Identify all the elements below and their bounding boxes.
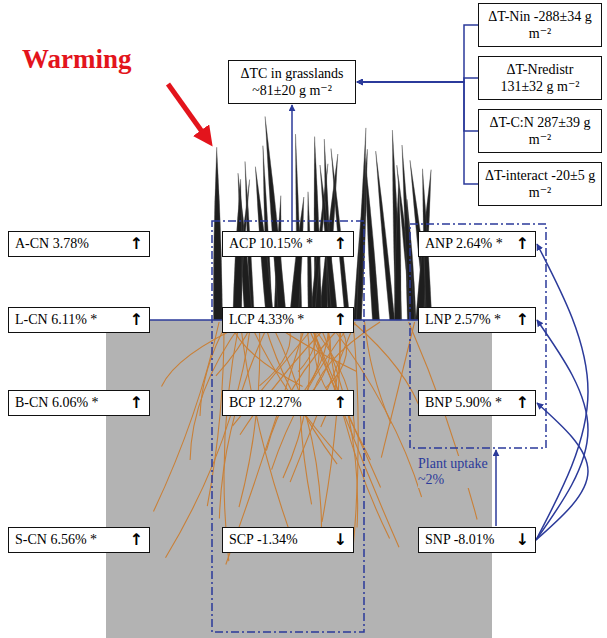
root-strand [154, 322, 220, 511]
trend-arrow: ↑ [130, 531, 143, 549]
trend-arrow: ↑ [130, 311, 143, 329]
node-text: ΔTC in grasslands ~81±20 g m⁻² [240, 66, 343, 98]
nitrogen-pool-box: LNP 2.57% * ↑ [418, 307, 536, 333]
node-text: ΔT-C:N 287±39 g m⁻² [490, 115, 591, 147]
root-strand [329, 322, 422, 497]
root-strand [381, 322, 414, 458]
grass-blade [365, 158, 379, 320]
uptake-label: Plant uptake ~2% [418, 456, 492, 488]
root-strand [240, 322, 296, 549]
node-text: ΔT-interact -20±5 g m⁻² [485, 168, 595, 200]
root-strand [319, 322, 358, 528]
flow-arrow [536, 320, 588, 540]
root-strand [365, 322, 391, 424]
carbon-pool-box: LCP 4.33% * ↑ [222, 307, 354, 333]
node-text: ΔT-Nin -288±34 g m⁻² [488, 9, 591, 41]
carbon-pool-group [212, 221, 364, 632]
trend-arrow: ↑ [130, 394, 143, 412]
root-strand [310, 322, 399, 547]
node-text: LCP 4.33% * [229, 311, 304, 329]
trend-arrow: ↑ [516, 235, 529, 253]
uptake-arrow [495, 450, 497, 526]
node-text: SCP -1.34% [229, 531, 298, 549]
result-box: ΔTC in grasslands ~81±20 g m⁻² [228, 60, 356, 104]
node-text: A-CN 3.78% [15, 235, 89, 253]
ratio-box: A-CN 3.78% ↑ [8, 231, 150, 257]
grass-blade [394, 181, 401, 320]
component-box: ΔT-C:N 287±39 g m⁻² [478, 109, 602, 153]
ratio-box: B-CN 6.06% * ↑ [8, 390, 150, 416]
flow-arrow [291, 105, 293, 231]
trend-arrow: ↑ [516, 311, 529, 329]
trend-arrow: ↓ [516, 531, 529, 549]
nitrogen-pool-box: ANP 2.64% * ↑ [418, 231, 536, 257]
node-text: S-CN 6.56% * [15, 531, 97, 549]
trend-arrow: ↑ [516, 394, 529, 412]
grass-blade [392, 130, 401, 320]
component-box: ΔT-interact -20±5 g m⁻² [478, 162, 602, 206]
trend-arrow: ↓ [334, 531, 347, 549]
ratio-box: L-CN 6.11% * ↑ [8, 307, 150, 333]
flow-arrow [536, 244, 588, 540]
root-strand [353, 322, 423, 416]
root-strand [166, 322, 252, 558]
trend-arrow: ↑ [334, 311, 347, 329]
carbon-pool-box: SCP -1.34% ↓ [222, 527, 354, 553]
trend-arrow: ↑ [334, 235, 347, 253]
trend-arrow: ↑ [334, 394, 347, 412]
node-text: SNP -8.01% [425, 531, 495, 549]
grass-illustration [213, 117, 431, 321]
node-text: ANP 2.64% * [425, 235, 503, 253]
grass-blade [376, 151, 395, 320]
component-box: ΔT-Nin -288±34 g m⁻² [478, 3, 602, 47]
node-text: ACP 10.15% * [229, 235, 313, 253]
node-text: BNP 5.90% * [425, 394, 502, 412]
ratio-box: S-CN 6.56% * ↑ [8, 527, 150, 553]
node-text: B-CN 6.06% * [15, 394, 99, 412]
flow-arrow [357, 82, 478, 184]
grass-blade [356, 128, 366, 320]
root-strand [322, 322, 341, 522]
nitrogen-pool-box: BNP 5.90% * ↑ [418, 390, 536, 416]
node-text: BCP 12.27% [229, 394, 302, 412]
carbon-pool-box: BCP 12.27% ↑ [222, 390, 354, 416]
node-text: ΔT-Nredistr 131±32 g m⁻² [500, 62, 579, 94]
node-text: LNP 2.57% * [425, 311, 501, 329]
plant-nitrogen-group [410, 224, 546, 448]
node-text: L-CN 6.11% * [15, 311, 97, 329]
flow-arrow [357, 82, 478, 131]
component-box: ΔT-Nredistr 131±32 g m⁻² [478, 56, 602, 100]
trend-arrow: ↑ [130, 235, 143, 253]
carbon-pool-box: ACP 10.15% * ↑ [222, 231, 354, 257]
warming-arrow [168, 84, 208, 140]
flow-arrow [357, 25, 478, 82]
flow-arrow [536, 403, 588, 540]
warming-label: Warming [22, 44, 132, 75]
soil-block [106, 320, 492, 638]
grass-blade [402, 145, 415, 320]
nitrogen-pool-box: SNP -8.01% ↓ [418, 527, 536, 553]
